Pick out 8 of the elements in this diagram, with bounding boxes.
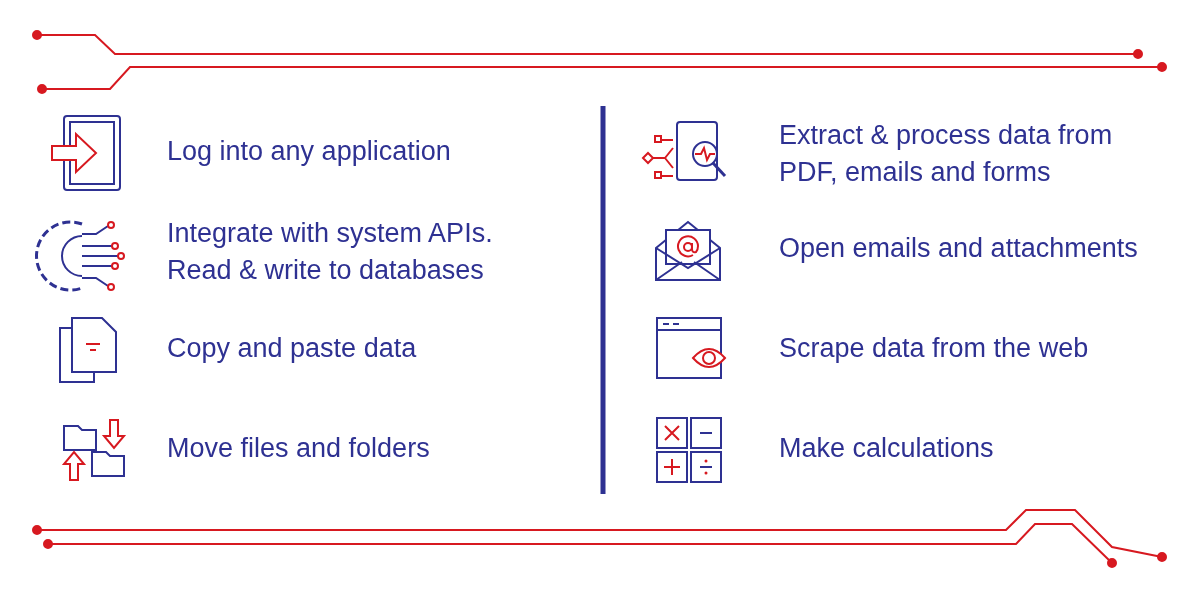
- feature-text: Integrate with system APIs. Read & write to databases: [167, 217, 494, 287]
- feature-text: Copy and paste data: [167, 332, 418, 365]
- feature-text: Open emails and attachments: [779, 232, 1139, 265]
- feature-text: Log into any application: [167, 135, 452, 168]
- feature-text: Make calculations: [779, 432, 995, 465]
- feature-text: Extract & process data from PDF, emails and forms: [779, 119, 1114, 189]
- feature-text: Scrape data from the web: [779, 332, 1090, 365]
- feature-text: Move files and folders: [167, 432, 431, 465]
